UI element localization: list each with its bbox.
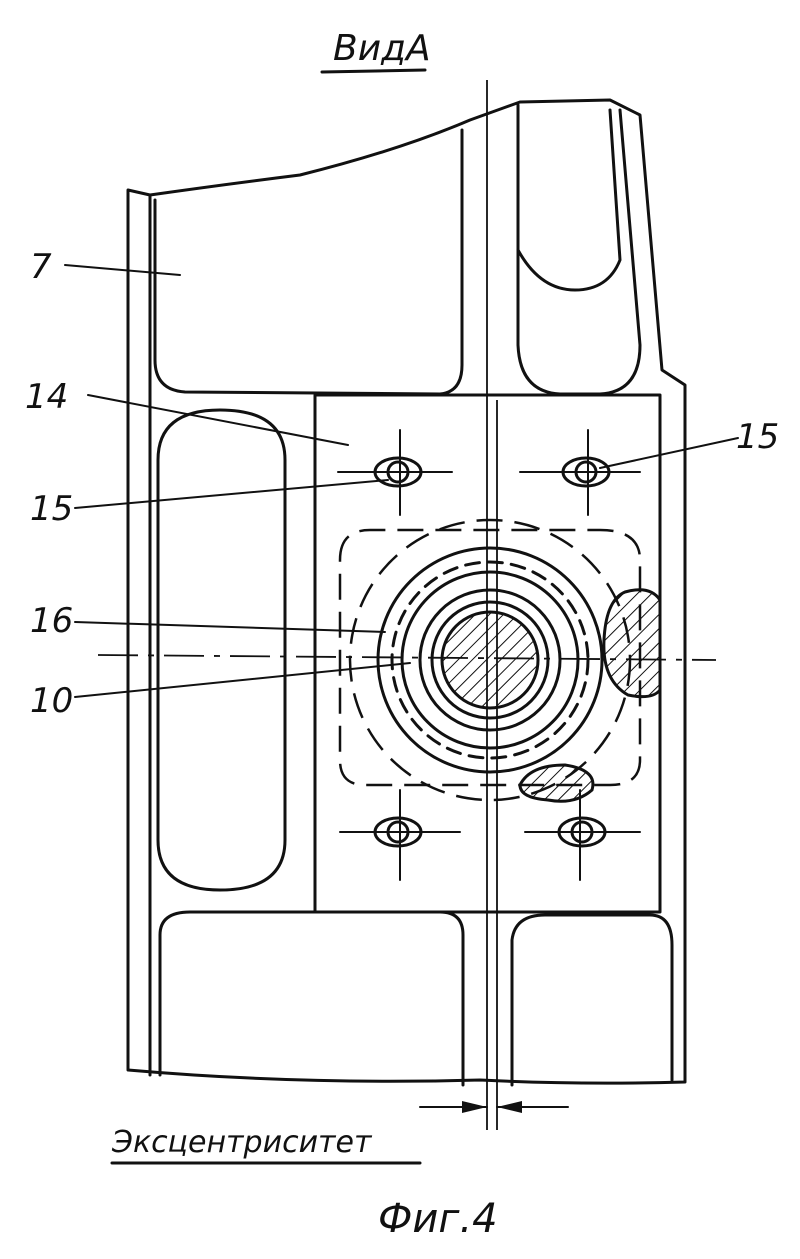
eccentricity-label: Эксцентриситет — [111, 1125, 373, 1160]
title-underline — [322, 70, 425, 72]
shaft-section — [442, 612, 538, 708]
lower-right-recess — [512, 915, 672, 1085]
bolt-top-right — [520, 430, 640, 515]
label-part-16: 16 — [30, 601, 73, 641]
label-part-15-left: 15 — [30, 489, 73, 529]
bottom-wedge — [520, 765, 593, 801]
bolt-top-left — [338, 430, 452, 515]
figure-caption: Фиг.4 — [378, 1196, 498, 1242]
right-wedge — [604, 590, 660, 697]
bearing-assembly — [350, 520, 630, 800]
label-part-14: 14 — [25, 377, 68, 417]
bolt-bottom-left — [340, 790, 460, 880]
eccentricity-dimension — [420, 1101, 568, 1113]
bolt-bottom-right — [525, 790, 640, 880]
upper-left-recess — [155, 130, 462, 394]
lower-left-recess — [160, 912, 463, 1085]
left-slot — [158, 410, 285, 890]
view-title: ВидА — [333, 28, 431, 69]
upper-right-pocket — [518, 105, 640, 394]
label-part-7: 7 — [30, 247, 52, 287]
label-part-15-right: 15 — [736, 417, 779, 457]
frame-outline — [128, 100, 685, 1083]
label-part-10: 10 — [30, 681, 73, 721]
